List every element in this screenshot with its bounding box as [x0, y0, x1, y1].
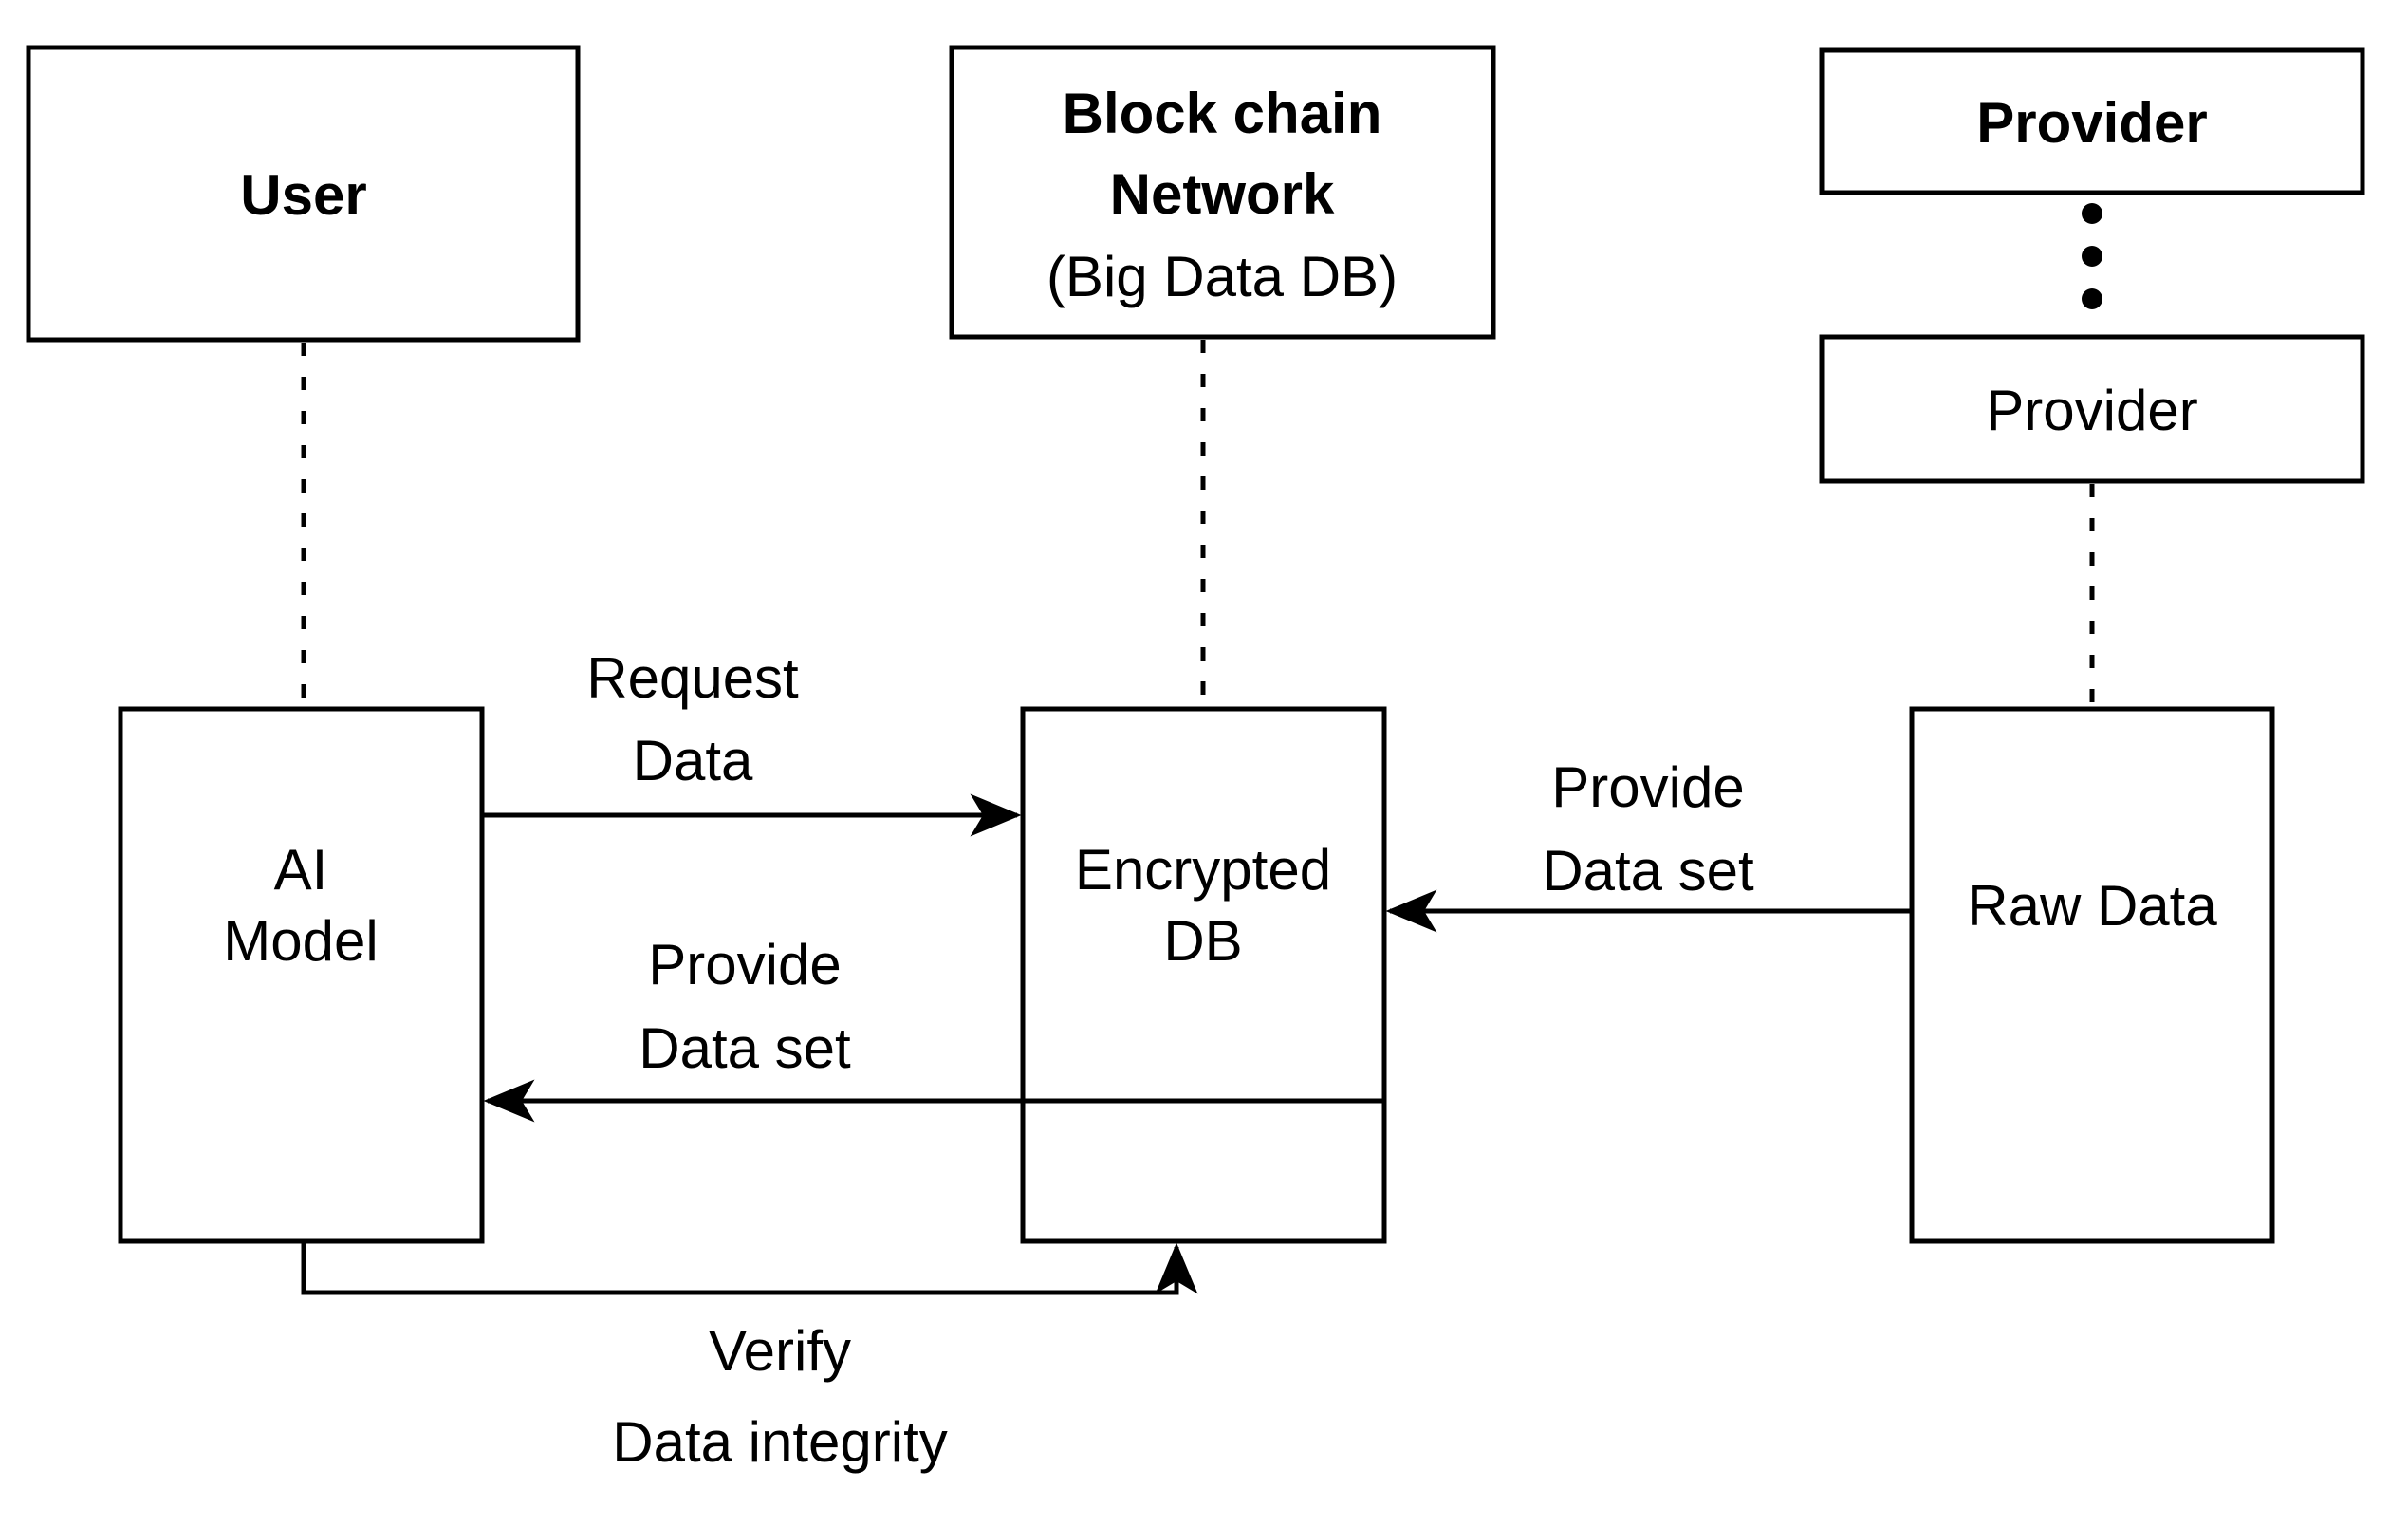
provider-bottom-box [1819, 334, 2365, 484]
user-node: User [26, 45, 581, 343]
blockchain-label-line1: Block chain [1063, 82, 1382, 145]
provider-top-label: Provider [1976, 91, 2207, 155]
provider-top-node: Provider [1819, 47, 2365, 195]
provider-bottom-node: Provider [1819, 334, 2365, 484]
ellipsis-dot [2082, 288, 2102, 309]
provide-dataset-right-label-line2: Data set [1542, 839, 1754, 903]
ai-model-label-line1: AI [274, 838, 328, 902]
ai-model-label-line2: Model [223, 909, 378, 973]
provider-top-box [1819, 47, 2365, 195]
encrypted-db-node: Encrypted DB [1020, 706, 1387, 1244]
raw-data-node: Raw Data [1909, 706, 2275, 1244]
provide-dataset-left-label-line1: Provide [648, 933, 841, 996]
provider-bottom-label: Provider [1986, 379, 2197, 442]
request-data-edge: Request Data [482, 646, 1022, 837]
verify-integrity-label-line1: Verify [709, 1319, 851, 1383]
provide-dataset-right-edge: Provide Data set [1385, 755, 1912, 933]
user-box [26, 45, 581, 343]
verify-integrity-edge: Verify Data integrity [301, 1241, 1198, 1474]
ai-model-box [118, 706, 485, 1244]
ai-model-node: AI Model [118, 706, 485, 1244]
provide-dataset-left-label-line2: Data set [639, 1016, 851, 1080]
encrypted-db-label-line2: DB [1163, 909, 1242, 973]
provider-ellipsis-dots [2082, 203, 2102, 309]
ellipsis-dot [2082, 203, 2102, 224]
request-data-label-line2: Data [633, 729, 753, 792]
provide-dataset-left-edge: Provide Data set [483, 933, 1384, 1123]
blockchain-network-node: Block chain Network (Big Data DB) [949, 45, 1496, 340]
ellipsis-dot [2082, 246, 2102, 267]
verify-integrity-arrow [301, 1241, 1198, 1295]
provide-dataset-right-label-line1: Provide [1551, 755, 1744, 819]
blockchain-label-line3: (Big Data DB) [1047, 245, 1398, 308]
request-data-label-line1: Request [586, 646, 799, 710]
blockchain-label-line2: Network [1110, 162, 1335, 226]
encrypted-db-label-line1: Encrypted [1075, 838, 1331, 902]
encrypted-db-box [1020, 706, 1387, 1244]
user-label: User [240, 163, 366, 227]
raw-data-box [1909, 706, 2275, 1244]
blockchain-box [949, 45, 1496, 340]
raw-data-label: Raw Data [1967, 874, 2217, 938]
verify-integrity-label-line2: Data integrity [612, 1410, 948, 1474]
